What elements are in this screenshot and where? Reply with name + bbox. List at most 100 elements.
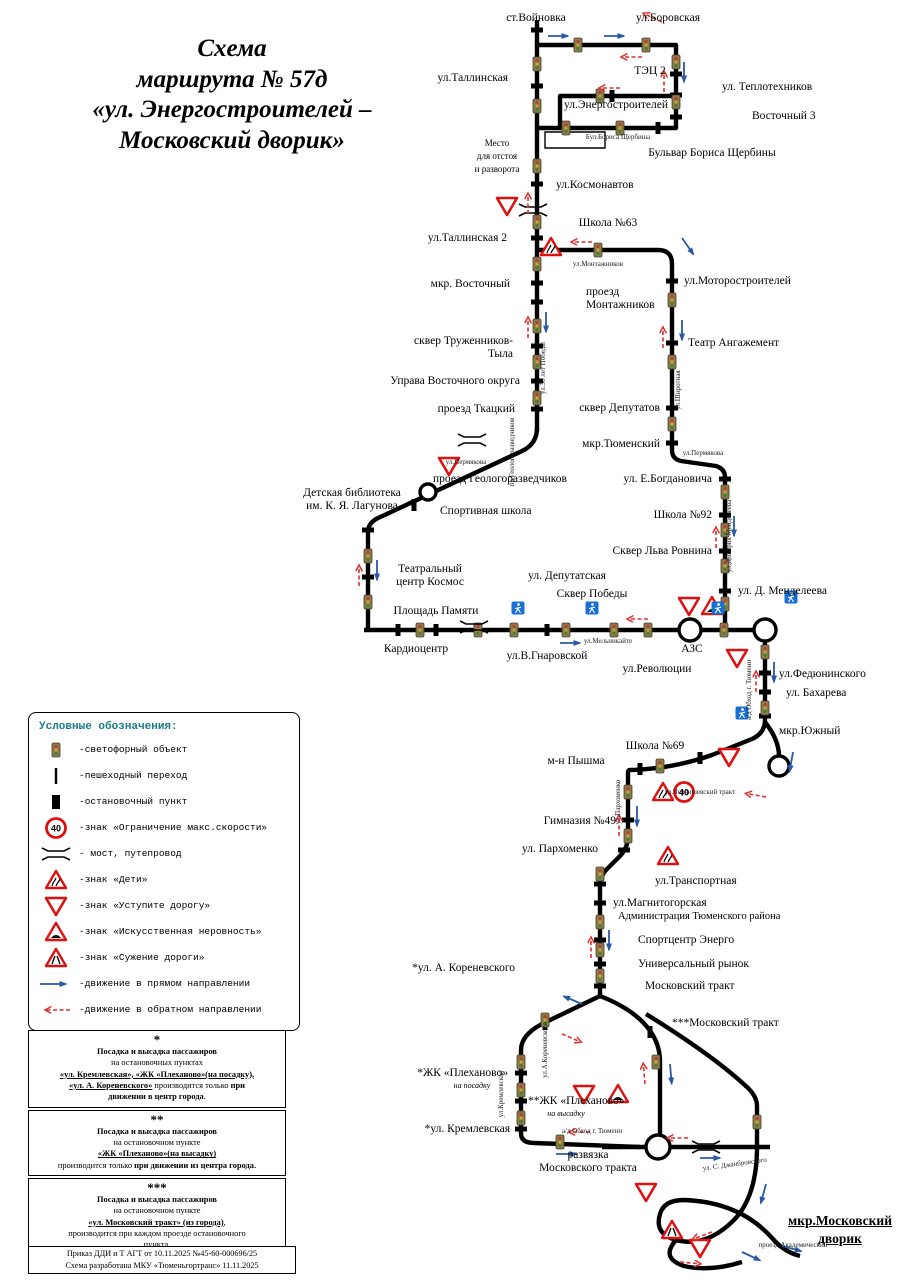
footnote-text: при	[230, 1081, 245, 1091]
stop-label: Восточный 3	[752, 110, 816, 122]
stop-label: ул. Теплотехников	[722, 81, 813, 93]
footnote-line: производится только при движении из цент…	[33, 1160, 281, 1171]
footnote-star: *	[153, 1032, 161, 1047]
reverse-arrow	[644, 14, 663, 23]
footnote-line: «ул. Московский тракт» (из города),	[33, 1217, 281, 1228]
stop-label: Школа №69	[626, 740, 685, 752]
destination-line-1: мкр.Московский	[788, 1213, 892, 1228]
stop-tick	[666, 405, 678, 411]
traffic-light-icon	[667, 292, 677, 308]
traffic-light-icon	[593, 242, 603, 258]
stop-tick	[362, 527, 374, 533]
footnote-text: «ул. А. Кореневского»	[69, 1081, 153, 1091]
traffic-light-icon	[760, 644, 770, 660]
reverse-arrow	[561, 1033, 580, 1042]
stop-label: Спортцентр Энерго	[638, 934, 734, 946]
stop-tick	[362, 574, 374, 580]
stop-label: Тыла	[488, 348, 513, 360]
traffic-light-icon	[623, 828, 633, 844]
stop-label: Площадь Памяти	[394, 605, 479, 617]
title-line-2: маршрута № 57д	[136, 65, 328, 93]
stop-tick	[719, 588, 731, 594]
traffic-light-icon	[509, 622, 519, 638]
traffic-light-icon	[719, 622, 729, 638]
sign-bridge-icon	[518, 203, 548, 217]
stop-tick	[515, 1098, 527, 1104]
traffic-light-icon	[752, 1114, 762, 1130]
street-label: а/д Обход г. Тюмени	[562, 1127, 622, 1135]
turnaround-area	[544, 131, 606, 149]
stop-label: Московский тракт	[645, 980, 735, 992]
children-icon	[33, 868, 79, 892]
footnote-text: на остановочном пункте	[113, 1206, 201, 1216]
forward-arrow	[741, 1251, 762, 1262]
traffic-light-icon	[561, 120, 571, 136]
route-road	[537, 247, 728, 630]
destination-label: мкр.Московский дворик	[778, 1212, 902, 1247]
traffic-light-icon	[667, 354, 677, 370]
stop-tick	[531, 280, 543, 286]
footnote-text: производится только	[152, 1081, 231, 1091]
stop-label: ул. Д. Менделеева	[738, 585, 827, 597]
footnote-line: движении в центр города.	[33, 1091, 281, 1102]
stop-label: ул.Моторостроителей	[684, 275, 791, 287]
footnote-text: «ул. Кремлевская», «ЖК «Плеханово»(на по…	[59, 1069, 255, 1079]
street-label: ул.Монтажников	[573, 260, 624, 268]
sign-ped-icon	[710, 600, 726, 616]
stop-label: ул. Бахарева	[786, 687, 846, 699]
stop-tick	[594, 983, 606, 989]
street-label: а/д Обход г. Тюмени	[745, 660, 753, 720]
legend: Условные обозначения: -светофорный объек…	[28, 712, 300, 1031]
stop-label: Универсальный рынок	[638, 958, 749, 970]
stop-label: Школа №63	[579, 217, 638, 229]
forward-arrow	[668, 1063, 675, 1086]
street-label: ул.А.Кореневского	[541, 1022, 549, 1078]
footnote-text: ,	[223, 1217, 226, 1227]
traffic-light-icon	[641, 37, 651, 53]
traffic-light-icon	[516, 1082, 526, 1098]
traffic-light-icon	[595, 968, 605, 984]
traffic-light-icon	[555, 1134, 565, 1150]
sign-bridge-icon	[457, 433, 487, 447]
stop-tick	[759, 670, 771, 676]
route-road	[518, 994, 641, 1150]
stop-tick	[433, 624, 439, 636]
street-label: Бул.Бориса Щербины	[586, 133, 651, 141]
sign-ped-icon	[510, 600, 526, 616]
order-info: Приказ ДДИ и Т АГТ от 10.11.2025 №45-60-…	[28, 1246, 296, 1274]
stop-label: *ЖК «Плеханово»	[417, 1067, 508, 1079]
stop-label: *ул. А. Кореневского	[412, 962, 515, 974]
route-road	[597, 641, 768, 996]
stop-label: Администрация Тюменского района	[618, 911, 781, 922]
narrow-icon	[33, 946, 79, 970]
stop-label: ул. Е.Богдановича	[624, 473, 712, 485]
legend-item-label: -знак «Ограничение макс.скорости»	[79, 821, 268, 833]
stop-label: Бульвар Бориса Щербины	[648, 147, 776, 159]
stop-label: проезд Геологоразведчиков	[433, 473, 567, 485]
stop-tick	[594, 900, 606, 906]
legend-item: -светофорный объект	[33, 738, 295, 762]
destination-line-2: дворик	[818, 1230, 862, 1246]
stop-tick	[531, 299, 543, 305]
footnote-line: «ул. Кремлевская», «ЖК «Плеханово»(на по…	[33, 1069, 281, 1080]
stop-tick	[531, 378, 543, 384]
roundabout	[752, 617, 778, 643]
footnote-text: Посадка и высадка пассажиров	[97, 1047, 217, 1056]
traffic-light-icon	[363, 548, 373, 564]
street-label: ул.Червишевский тракт	[665, 788, 735, 796]
footnotes: *Посадка и высадка пассажиров на останово…	[28, 1030, 286, 1258]
stop-tick	[719, 476, 731, 482]
traffic-light-icon	[623, 784, 633, 800]
stop-label: ул. Депутатская	[528, 570, 606, 582]
traffic-light-icon	[363, 594, 373, 610]
traffic-light-icon	[33, 738, 79, 762]
stop-label: Театральный	[398, 563, 462, 575]
stop-label: проезд	[586, 286, 619, 298]
traffic-light-icon	[667, 416, 677, 432]
reverse-arrow	[693, 1231, 713, 1239]
sign-child-icon	[656, 845, 680, 866]
footnote-line: Посадка и высадка пассажиров	[33, 1046, 281, 1057]
